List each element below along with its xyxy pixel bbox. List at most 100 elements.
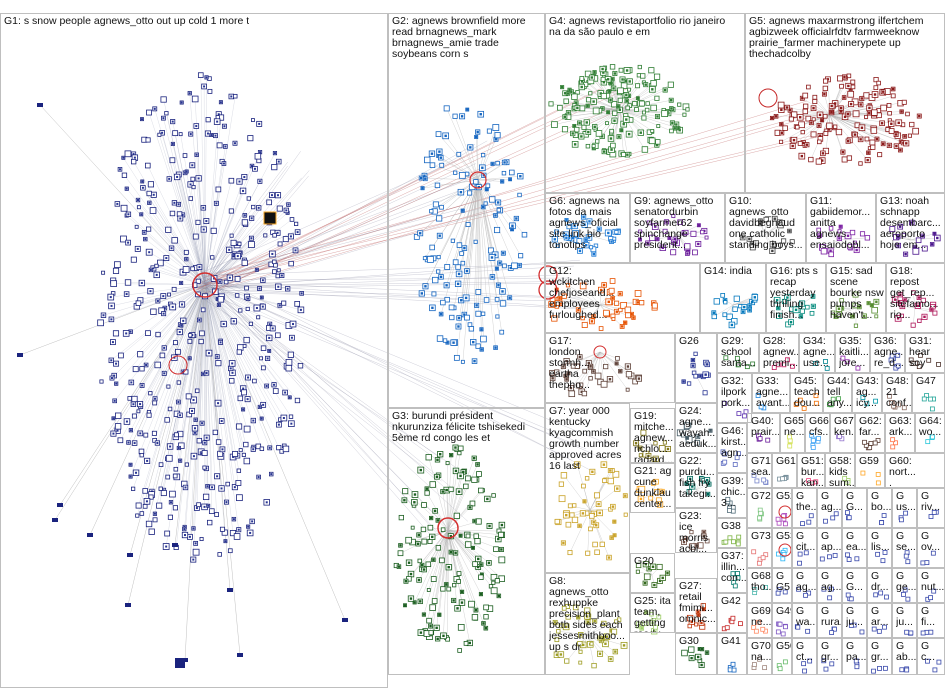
group-cell-small[interactable]: G ag... — [792, 568, 817, 603]
group-cell-small[interactable]: G nut... — [917, 568, 945, 603]
group-cell-small[interactable]: G gr... — [867, 638, 892, 675]
group-cell-g12[interactable]: G12: wckitchen chefjoseand... employees … — [545, 263, 700, 333]
group-cell-g71[interactable]: G71: sea... — [747, 453, 772, 488]
group-cell-g47[interactable]: G47 — [912, 373, 945, 413]
group-cell-small[interactable]: G ov... — [917, 528, 945, 568]
group-cell-g65[interactable]: G65: ne... — [780, 413, 805, 453]
group-cell-g3[interactable]: G3: burundi président nkurunziza félicit… — [388, 408, 545, 675]
group-cell-g49[interactable]: G49 — [772, 603, 792, 638]
group-cell-g18[interactable]: G18: repost get_rep... sitefamo... rio..… — [886, 263, 945, 333]
group-cell-g39[interactable]: G39: chic... 3... — [717, 473, 747, 518]
group-cell-g20[interactable]: G20 — [630, 553, 675, 593]
group-cell-g30[interactable]: G30 — [675, 633, 717, 675]
group-cell-g72[interactable]: G72 — [747, 488, 772, 528]
group-cell-g35[interactable]: G35: kaitli... jore... — [835, 333, 870, 373]
group-cell-g59[interactable]: G59 — [855, 453, 885, 488]
group-cell-g68[interactable]: G68: tho... — [747, 568, 772, 603]
group-cell-g70[interactable]: G70: na... — [747, 638, 772, 675]
group-cell-g28[interactable]: G28: agnew... premi... — [759, 333, 799, 373]
group-cell-g2[interactable]: G2: agnews brownfield more read brnagnew… — [388, 13, 545, 408]
group-cell-g37[interactable]: G37: illin... con... — [717, 548, 747, 593]
group-cell-g42[interactable]: G42 — [717, 593, 747, 633]
group-cell-g61[interactable]: G61 — [772, 453, 797, 488]
group-cell-g9[interactable]: G9: agnews_otto senatordurbin soyfarmer6… — [630, 193, 725, 263]
group-cell-g64[interactable]: G64: wo... — [915, 413, 945, 453]
group-cell-g36[interactable]: G36: agne... re_d... — [870, 333, 905, 373]
group-cell-g53[interactable]: G53 — [772, 528, 792, 568]
group-cell-g51[interactable]: G51: bur... kan... — [797, 453, 825, 488]
group-cell-g63[interactable]: G63: ark... — [885, 413, 915, 453]
group-cell-g48[interactable]: G48: 21 conf... — [882, 373, 912, 413]
group-cell-g58[interactable]: G58: kids sum... — [825, 453, 855, 488]
group-cell-g46[interactable]: G46: kirst... agn... — [717, 423, 747, 473]
group-cell-g44[interactable]: G44: tell any... — [823, 373, 852, 413]
group-cell-small[interactable]: G G5... — [772, 568, 792, 603]
group-cell-g29[interactable]: G29: school santa... — [717, 333, 759, 373]
group-cell-g17[interactable]: G17: london stormh... eartha thepho... — [545, 333, 675, 403]
group-cell-small[interactable]: G G... — [842, 568, 867, 603]
group-cell-small[interactable]: G ar... — [867, 603, 892, 638]
group-cell-g22[interactable]: G22: purdu... fish fry takegi... — [675, 453, 717, 508]
group-cell-g13[interactable]: G13: noah schnapp desembarc... aeroporto… — [876, 193, 945, 263]
group-cell-small[interactable]: G gr... — [817, 638, 842, 675]
group-cell-g67[interactable]: G67: ken... — [830, 413, 855, 453]
group-cell-g8[interactable]: G8: agnews_otto rexhuppke precision_plan… — [545, 573, 630, 675]
group-cell-g19[interactable]: G19: mitche... agnew... richlo... radard… — [630, 408, 675, 463]
group-cell-g69[interactable]: G69: ne... — [747, 603, 772, 638]
group-cell-small[interactable]: G se... — [892, 528, 917, 568]
group-cell-g27[interactable]: G27: retail fmimi... omnic... — [675, 578, 717, 633]
group-cell-g26[interactable]: G26 — [675, 333, 717, 403]
group-cell-g4[interactable]: G4: agnews revistaportfolio rio janeiro … — [545, 13, 745, 193]
group-cell-g5[interactable]: G5: agnews maxarmstrong ilfertchem agbiz… — [745, 13, 945, 193]
group-cell-small[interactable]: G ag... — [817, 488, 842, 528]
group-cell-g7[interactable]: G7: year 000 kentucky kyagcommish growth… — [545, 403, 630, 573]
group-cell-g16[interactable]: G16: pts s recap yesterday thrilling fin… — [766, 263, 826, 333]
group-cell-g23[interactable]: G23: ice morris acbl... — [675, 508, 717, 553]
group-cell-g73[interactable]: G73 — [747, 528, 772, 568]
group-cell-g14[interactable]: G14: india — [700, 263, 766, 333]
group-cell-small[interactable]: G riv... — [917, 488, 945, 528]
group-cell-small[interactable]: G ap... — [817, 528, 842, 568]
group-cell-small[interactable]: G ju... — [842, 603, 867, 638]
group-cell-small[interactable]: G rura... — [817, 603, 842, 638]
group-cell-g25[interactable]: G25: ita team, getting ready... — [630, 593, 675, 633]
group-cell-g40[interactable]: G40: prair... — [747, 413, 780, 453]
group-cell-g50[interactable]: G50 — [772, 638, 792, 675]
group-cell-g11[interactable]: G11: gabiidemor... anitta agnews ensaiod… — [806, 193, 876, 263]
group-cell-small[interactable]: G the... — [792, 488, 817, 528]
group-cell-small[interactable]: G ct... — [792, 638, 817, 675]
group-cell-g66[interactable]: G66: cfs... — [805, 413, 830, 453]
group-cell-g41[interactable]: G41 — [717, 633, 747, 675]
group-cell-small[interactable]: G us... — [892, 488, 917, 528]
group-cell-g45[interactable]: G45: teach dou... — [790, 373, 823, 413]
group-cell-g15[interactable]: G15: sad scene bourke nsw pumps haven't.… — [826, 263, 886, 333]
group-cell-g34[interactable]: G34: agne... use... — [799, 333, 835, 373]
group-cell-small[interactable]: G bo... — [867, 488, 892, 528]
group-cell-small[interactable]: G pa... — [842, 638, 867, 675]
group-cell-g6[interactable]: G6: agnews na fotos da mais agnews_ofici… — [545, 193, 630, 263]
group-cell-g60[interactable]: G60: nort... . — [885, 453, 945, 488]
group-cell-small[interactable]: G ju... — [892, 603, 917, 638]
group-cell-small[interactable]: G ag... — [817, 568, 842, 603]
group-cell-small[interactable]: G dr... — [867, 568, 892, 603]
group-cell-g52[interactable]: G52 — [772, 488, 792, 528]
group-cell-small[interactable]: G cit... — [792, 528, 817, 568]
group-cell-small[interactable]: G ea... — [842, 528, 867, 568]
group-cell-small[interactable]: G fi... — [917, 603, 945, 638]
group-cell-g43[interactable]: G43: ag... icy... — [852, 373, 882, 413]
group-cell-g38[interactable]: G38 — [717, 518, 747, 548]
group-cell-g10[interactable]: G10: agnews_otto davidbegnaud one cathol… — [725, 193, 806, 263]
group-cell-g1[interactable]: G1: s snow people agnews_otto out up col… — [0, 13, 388, 688]
group-cell-g33[interactable]: G33: agne... avant... — [752, 373, 790, 413]
group-cell-g62[interactable]: G62: far... — [855, 413, 885, 453]
group-cell-g24[interactable]: G24: agne... wayah... aeduk... — [675, 403, 717, 453]
group-label-g11: G11: gabiidemor... anitta agnews ensaiod… — [810, 196, 870, 251]
group-cell-small[interactable]: G wa... — [792, 603, 817, 638]
group-cell-small[interactable]: G lis... — [867, 528, 892, 568]
group-cell-small[interactable]: G ge... — [892, 568, 917, 603]
group-cell-g21[interactable]: G21: ag cune dunklau center... — [630, 463, 675, 513]
group-cell-small[interactable]: G c... — [917, 638, 945, 675]
group-cell-g31[interactable]: G31: hear soy — [905, 333, 945, 373]
group-cell-small[interactable]: G G... — [842, 488, 867, 528]
group-cell-small[interactable]: G ab... — [892, 638, 917, 675]
